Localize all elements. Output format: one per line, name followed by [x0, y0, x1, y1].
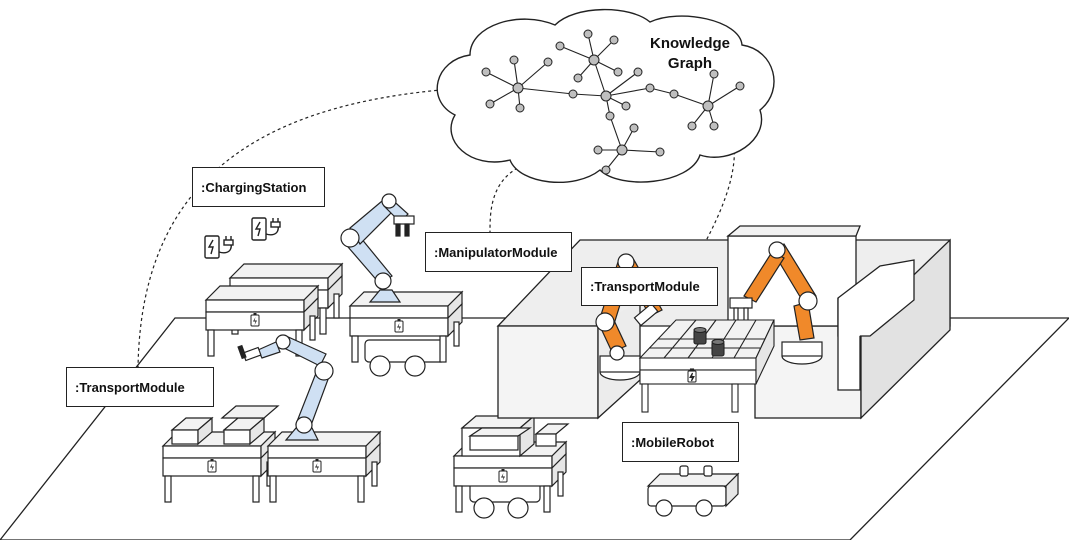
knowledge-graph-title: Knowledge Graph — [636, 34, 744, 74]
knowledge-graph-title-line2: Graph — [667, 55, 713, 72]
manipulator-mobile-base — [364, 339, 446, 377]
industrial-arm-right — [729, 241, 823, 365]
left-transport-tables — [163, 405, 380, 502]
manipulator-arm — [340, 193, 415, 303]
label-transport-module-left: :TransportModule — [66, 367, 214, 407]
transport-manipulator-arm — [237, 334, 334, 441]
mobile-robot — [646, 465, 740, 517]
label-transport-module-cell: :TransportModule — [581, 267, 718, 306]
kg-link-left — [137, 85, 516, 371]
cell-grid-table — [638, 319, 775, 413]
knowledge-graph-nodes — [481, 29, 745, 175]
label-charging-station: :ChargingStation — [192, 167, 325, 207]
label-manipulator-module: :ManipulatorModule — [425, 232, 572, 272]
label-mobile-robot: :MobileRobot — [622, 422, 739, 462]
center-mobile-robot — [454, 414, 570, 519]
battery-charger-icon — [204, 217, 281, 259]
knowledge-graph-title-line1: Knowledge — [649, 35, 730, 52]
